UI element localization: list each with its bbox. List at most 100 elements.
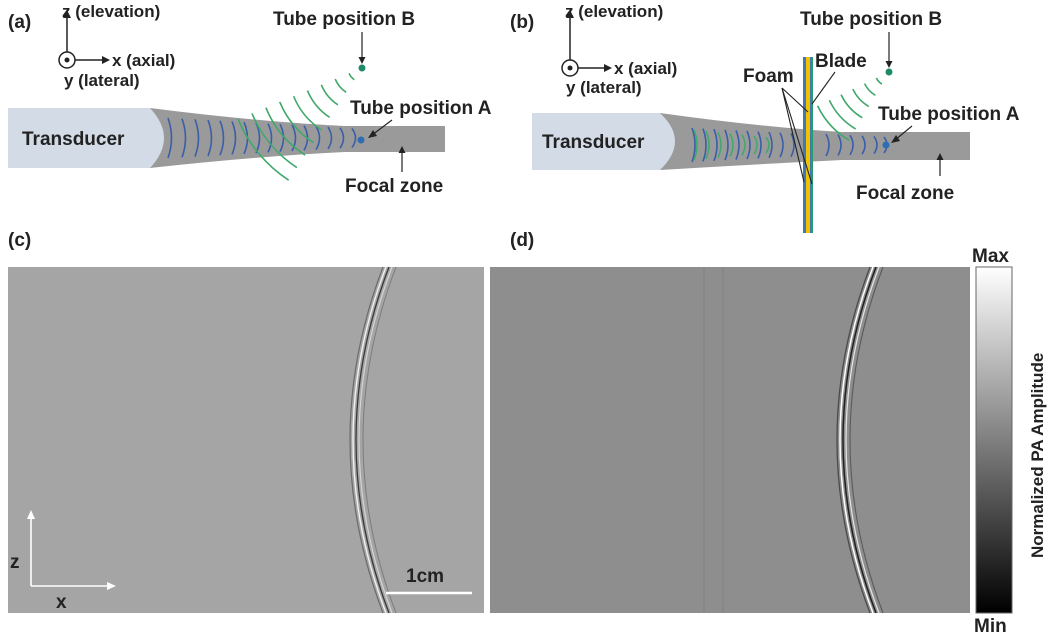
pa-signal-arc-d <box>836 266 884 614</box>
panel-a-axis-y: y (lateral) <box>64 71 140 90</box>
tube-a-pointer-head <box>368 130 377 138</box>
panel-b-tube-a-label: Tube position A <box>878 104 1020 125</box>
panel-b-focal-zone-label: Focal zone <box>856 183 954 204</box>
green-wavefront-arc <box>334 78 347 93</box>
panel-b-tag: (b) <box>510 12 534 33</box>
tube-a-pointer <box>894 125 913 141</box>
blue-wavefront-arc <box>757 131 762 159</box>
panel-b-transducer-label: Transducer <box>542 132 645 153</box>
tube-a-pointer-head <box>891 135 900 143</box>
blue-wavefront-arc <box>327 126 333 150</box>
pa-arc-line <box>349 266 384 614</box>
pa-image-c <box>8 267 484 613</box>
pa-arc-line <box>839 266 874 614</box>
panel-b-axis-z: z (elevation) <box>565 2 663 21</box>
colorbar-max-label: Max <box>972 246 1009 267</box>
green-wavefront-arc <box>265 107 306 156</box>
beam-focal-zone <box>150 108 445 168</box>
pa-arc-line <box>845 266 880 614</box>
blue-wavefront-arc <box>207 119 213 157</box>
green-wavefront-arc <box>852 88 870 108</box>
y-out-dot <box>567 65 573 71</box>
image-z-arrowhead <box>27 510 35 519</box>
x-arrowhead <box>604 64 612 72</box>
tube-a-dot <box>357 136 365 144</box>
pa-arc-line <box>355 266 390 614</box>
blue-wavefront-arc <box>873 135 878 155</box>
green-wavefront-arc <box>753 135 758 155</box>
panel-a-axis-x: x (axial) <box>112 51 175 70</box>
blue-wavefront-arc <box>231 121 237 155</box>
panel-b-axis-glyph <box>561 10 612 77</box>
blue-wavefront-arc <box>861 135 866 155</box>
pa-arc-line <box>358 266 393 614</box>
tube-a-pointer <box>371 119 393 136</box>
panel-b-axis-x: x (axial) <box>614 59 677 78</box>
pa-image-d <box>490 267 970 613</box>
foam-pointer-2 <box>781 87 813 185</box>
green-wavefront-arc <box>251 113 298 169</box>
panel-a-transducer-label: Transducer <box>22 129 125 150</box>
blue-wavefront-arc <box>746 130 751 160</box>
blue-wavefront-arc <box>825 133 830 157</box>
foam-layer-edge <box>811 57 813 233</box>
panel-b-axis-y: y (lateral) <box>566 78 642 97</box>
image-x-arrowhead <box>107 582 116 590</box>
pa-arc-line <box>352 266 387 614</box>
blue-wavefront-arc <box>724 129 729 161</box>
pa-arc-line <box>849 266 884 614</box>
green-wavefront-arc <box>705 130 710 160</box>
green-wavefront-arc <box>765 136 770 154</box>
panel-a-axis-glyph <box>58 10 110 69</box>
focal-zone-pointer-head <box>398 146 406 153</box>
transducer-shape <box>532 113 675 170</box>
green-wavefront-arc <box>863 83 876 96</box>
green-wavefront-arc <box>237 118 290 181</box>
green-wavefront-arc <box>729 133 734 157</box>
panel-c-axis-x: x <box>56 592 67 613</box>
green-wavefront-arc <box>278 101 314 144</box>
panel-b-green-wavefronts <box>693 77 883 161</box>
green-wavefront-arc <box>828 99 857 130</box>
blade <box>806 57 810 233</box>
panel-c-tag: (c) <box>8 230 31 251</box>
blue-wavefront-arc <box>181 118 187 158</box>
green-wavefront-arc <box>306 90 331 119</box>
colorbar: Max Min Normalized PA Amplitude <box>972 246 1047 637</box>
green-wavefront-arc <box>741 134 746 156</box>
foam-pointer-1 <box>781 87 805 183</box>
panel-d-tag: (d) <box>510 230 534 251</box>
panel-a-green-wavefronts <box>237 72 355 181</box>
panel-b-foam-label: Foam <box>743 66 794 87</box>
panel-a-axis-z: z (elevation) <box>62 2 160 21</box>
green-wavefront-arc <box>717 132 722 158</box>
green-wavefront-arc <box>816 105 850 141</box>
z-arrowhead <box>63 10 71 18</box>
foam-blade-pointers <box>781 71 836 185</box>
tube-b-pointer-head <box>358 57 366 64</box>
panel-d: (d) <box>490 230 970 614</box>
z-arrowhead <box>566 10 574 18</box>
tube-b-dot <box>358 64 366 72</box>
pa-signal-arc-c <box>349 266 397 614</box>
panel-b-blade-label: Blade <box>815 51 867 72</box>
panel-a-tube-b-label: Tube position B <box>273 9 415 30</box>
colorbar-gradient <box>975 266 1013 614</box>
panel-a-focal-zone-label: Focal zone <box>345 176 443 197</box>
transducer-shape <box>8 108 164 168</box>
green-wavefront-arc <box>292 95 322 131</box>
blue-wavefront-arc <box>194 119 200 157</box>
green-wavefront-arc <box>840 94 863 119</box>
blue-wavefront-arc <box>291 124 297 152</box>
scale-bar-label: 1cm <box>406 566 444 587</box>
y-out-dot <box>64 57 70 63</box>
blade-pointer <box>811 71 836 105</box>
pa-arc-line <box>362 266 397 614</box>
tube-b-dot <box>885 68 893 76</box>
blue-wavefront-arc <box>315 125 321 151</box>
colorbar-title: Normalized PA Amplitude <box>1028 353 1047 558</box>
blue-wavefront-arc <box>691 127 696 163</box>
panel-c-axis-z: z <box>10 552 20 573</box>
blue-wavefront-arc <box>351 128 357 148</box>
